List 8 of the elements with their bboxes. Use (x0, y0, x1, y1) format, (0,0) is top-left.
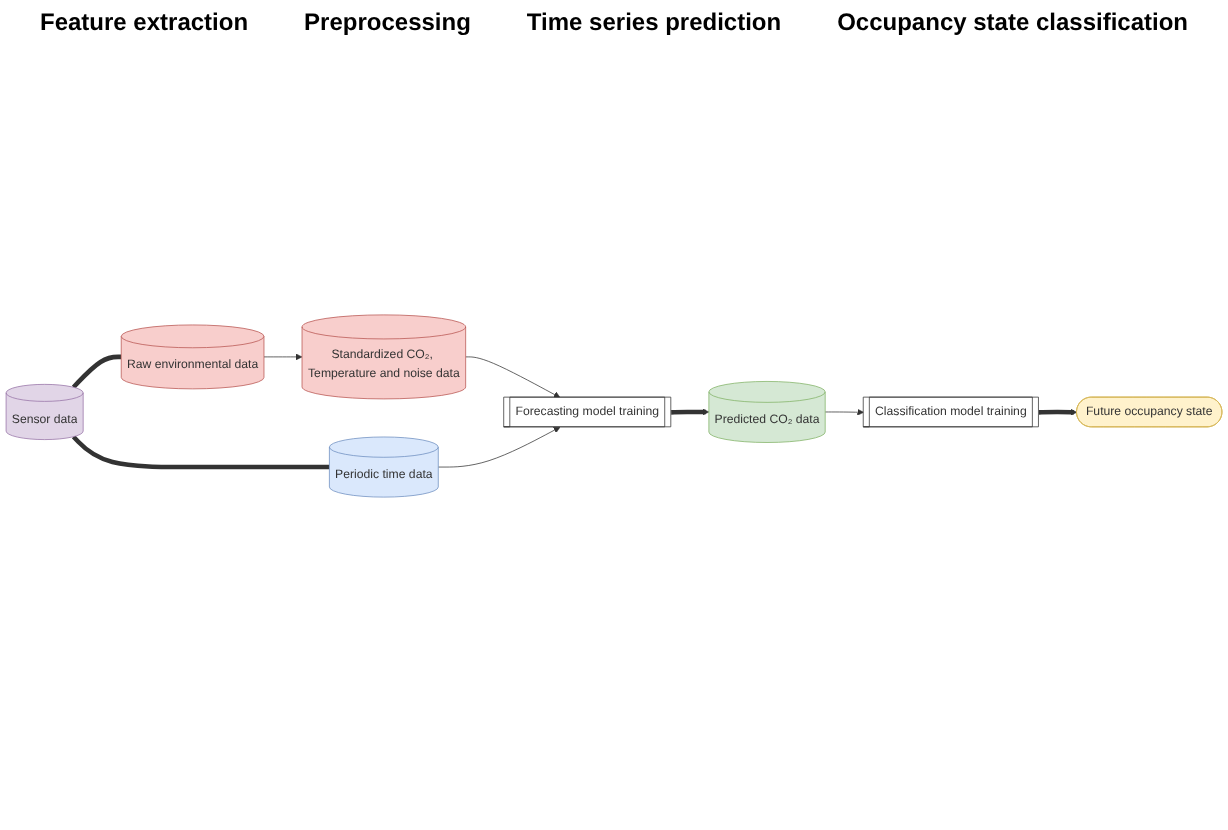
arrow (671, 408, 710, 416)
section-heading: Occupancy state classification (837, 8, 1188, 36)
section-heading: Feature extraction (40, 8, 249, 36)
section-heading: Time series prediction (526, 8, 782, 36)
section-heading: Preprocessing (304, 8, 471, 36)
arrow (1038, 408, 1078, 416)
connector (71, 354, 122, 389)
connector (71, 435, 330, 470)
